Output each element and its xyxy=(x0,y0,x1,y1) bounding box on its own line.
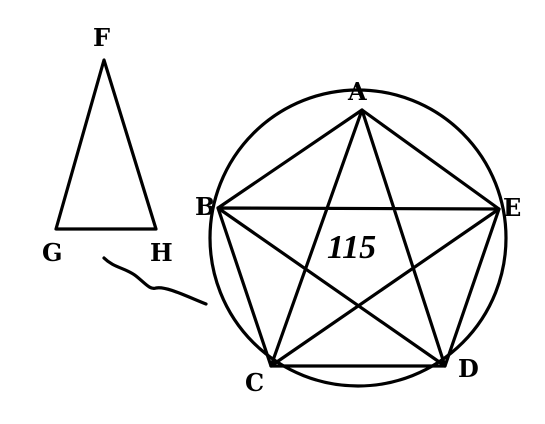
label-e: E xyxy=(503,193,521,222)
label-c: C xyxy=(245,368,264,397)
label-h: H xyxy=(150,238,173,267)
label-f: F xyxy=(93,23,110,52)
connector-flourish xyxy=(102,256,208,306)
pentagon-sides xyxy=(216,108,501,368)
pentagram-diagonals xyxy=(216,108,501,368)
pentagon-figure: 115 A B C D E xyxy=(195,77,521,397)
figure-number: 115 xyxy=(327,229,376,266)
triangle-outline xyxy=(54,58,158,231)
label-g: G xyxy=(42,238,63,267)
circumscribed-circle xyxy=(208,88,508,388)
triangle-fgh: F G H xyxy=(42,23,173,267)
label-b: B xyxy=(195,192,215,221)
label-d: D xyxy=(458,354,479,383)
label-a: A xyxy=(347,77,367,106)
